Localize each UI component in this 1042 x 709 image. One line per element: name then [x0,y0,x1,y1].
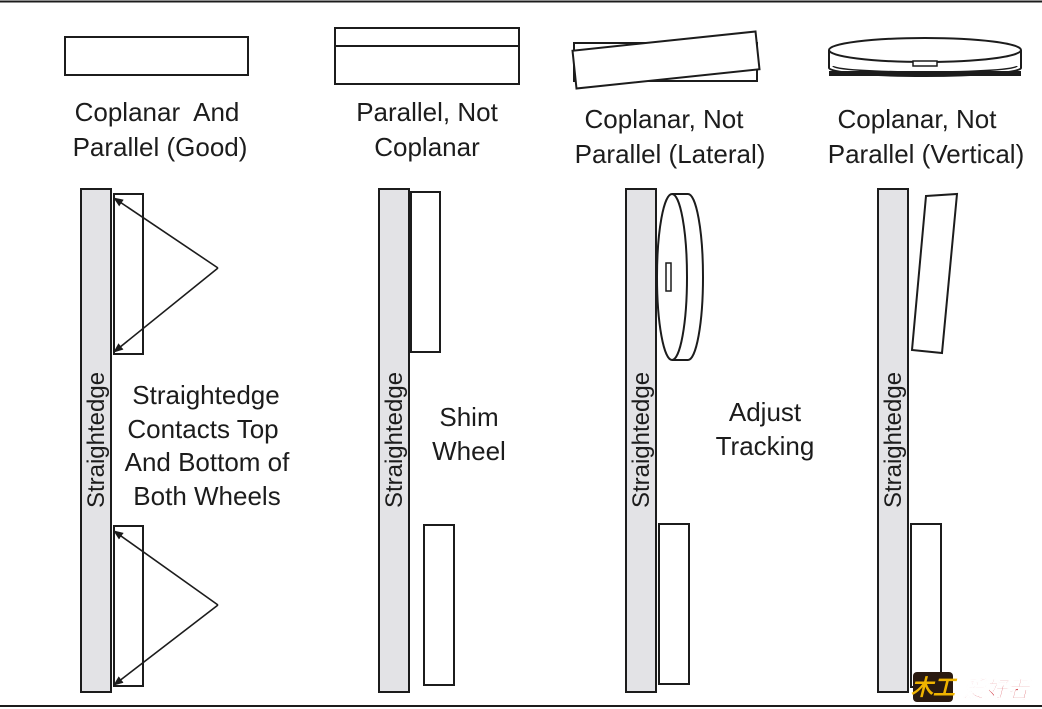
note-line: Straightedge [132,380,279,410]
lower-wheel [910,523,942,688]
panel-coplanar-not-parallel-lateral: Coplanar, Not Parallel (Lateral) Straigh… [571,30,815,693]
straightedge-bar [877,188,909,693]
panel-title-line2: Parallel (Vertical) [828,139,1025,169]
note-line: Wheel [432,436,506,466]
note-line: Contacts Top [127,414,278,444]
lower-wheel [113,525,144,687]
note-line: Shim [439,402,498,432]
straightedge-label: Straightedge [83,372,110,508]
contact-arrow [113,604,219,686]
panel-coplanar-parallel: Coplanar And Parallel (Good) Straightedg… [64,36,291,693]
note-line: Both Wheels [133,481,280,511]
straightedge-bar [625,188,657,693]
panel-title-line1: Parallel, Not [356,97,498,127]
lower-wheel [423,524,455,686]
panel-title-line1: Coplanar, Not [838,104,998,134]
top-view-wheel-tilted [571,30,761,90]
watermark-text: 爱好者 [963,678,1032,703]
straightedge-label: Straightedge [628,372,655,508]
note-line: And Bottom of [125,447,291,477]
panel-parallel-not-coplanar: Parallel, Not Coplanar Straightedge Shim… [334,27,520,693]
upper-wheel [410,191,441,353]
top-view-wheel [334,27,520,47]
panel-coplanar-not-parallel-vertical: Coplanar, Not Parallel (Vertical) Straig… [828,37,1025,693]
straightedge-label: Straightedge [381,372,408,508]
top-view-wheel-tilted-disc [828,37,1022,77]
panel-title-line2: Parallel (Good) [73,132,248,162]
contact-arrow [113,267,219,353]
watermark-logo: 木工 爱好者 [911,672,1032,703]
upper-wheel [113,193,144,355]
straightedge-label: Straightedge [880,372,907,508]
panel-title-line1: Coplanar, Not [585,104,745,134]
tilted-upper-wheel [910,192,959,355]
lower-wheel [658,523,690,685]
watermark-logo-text: 木工 [911,676,958,701]
top-view-wheel [64,36,249,76]
straightedge-bar [80,188,112,693]
contact-arrow [113,197,219,269]
note-line: Tracking [716,431,815,461]
panel-title-line1: Coplanar And [75,97,240,127]
panel-title-line2: Coplanar [374,132,480,162]
note-line: Adjust [729,397,802,427]
top-view-wheel [334,45,520,85]
straightedge-bar [378,188,410,693]
contact-arrow [113,530,219,606]
panel-title-line2: Parallel (Lateral) [575,139,766,169]
angled-wheel [656,193,704,361]
